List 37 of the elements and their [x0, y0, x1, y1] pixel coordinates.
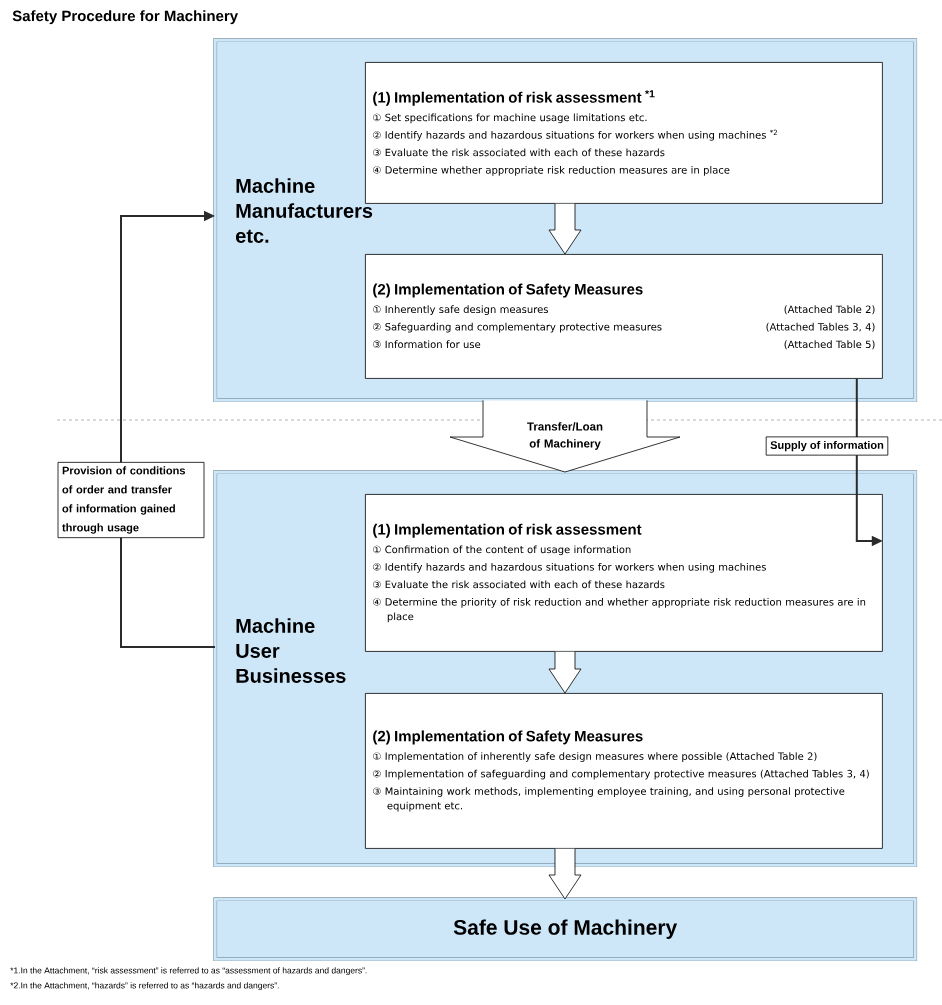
step-item: ② Identify hazards and hazardous situations for workers when using machines $^{*2}$ — [373, 129, 777, 141]
footnote: *1.In the Attachment, “risk assessment” is referred to as “assessment of hazards and dangers”. — [10, 967, 367, 976]
edge-label: Provision of conditions of order and transfer of information gained through usage — [57, 461, 205, 539]
step-item: ④ Determine whether appropriate risk reduction measures are in place — [373, 166, 730, 176]
step-item: ① Set specifications for machine usage limitations etc. — [373, 113, 647, 124]
table-reference: (Attached Table 2) — [784, 305, 875, 315]
step-item: ③ Information for use — [373, 340, 481, 349]
step-item: ② Implementation of safeguarding and complementary protective measures (Attached Tables 3, 4) — [373, 769, 869, 780]
edge-label: Transfer/Loan of Machinery — [527, 422, 603, 450]
result-box: Safe Use of Machinery — [213, 897, 918, 962]
step-box — [365, 62, 883, 204]
step-item: ② Safeguarding and complementary protective measures — [373, 322, 662, 333]
hollow-arrow — [548, 651, 582, 694]
step-heading: (2) Implementation of Safety Measures — [373, 283, 643, 298]
title: Safety Procedure for Machinery — [12, 10, 238, 25]
step-item: ③ Maintaining work methods, implementing employee training, and using personal protective equipment etc. — [373, 787, 845, 812]
step-box — [365, 693, 883, 849]
footnote: *2.In the Attachment, “hazards” is referred to as “hazards and dangers”. — [10, 982, 279, 991]
table-reference: (Attached Tables 3, 4) — [766, 322, 875, 332]
step-box — [365, 494, 883, 652]
step-heading: (2) Implementation of Safety Measures — [373, 730, 643, 745]
step-item: ① Implementation of inherently safe design measures where possible (Attached Table 2) — [373, 752, 817, 762]
step-item: ① Confirmation of the content of usage information — [373, 545, 631, 556]
hollow-arrow — [548, 848, 582, 900]
step-box — [365, 254, 883, 379]
edge-label: Supply of information — [765, 436, 889, 456]
step-item: ① Inherently safe design measures — [373, 305, 548, 315]
step-item: ③ Evaluate the risk associated with each of these hazards — [373, 148, 665, 157]
arrow — [120, 210, 216, 648]
step-heading: (1) Implementation of risk assessment $^{*1}$ — [373, 90, 655, 106]
table-reference: (Attached Table 5) — [784, 340, 875, 350]
step-heading: (1) Implementation of risk assessment — [373, 523, 642, 538]
step-item: ② Identify hazards and hazardous situations for workers when using machines — [373, 562, 766, 573]
step-item: ③ Evaluate the risk associated with each of these hazards — [373, 580, 665, 589]
step-item: ④ Determine the priority of risk reduction and whether appropriate risk reduction measures are in place — [373, 597, 866, 623]
transfer-arrow — [449, 400, 681, 473]
hollow-arrow — [548, 203, 582, 255]
